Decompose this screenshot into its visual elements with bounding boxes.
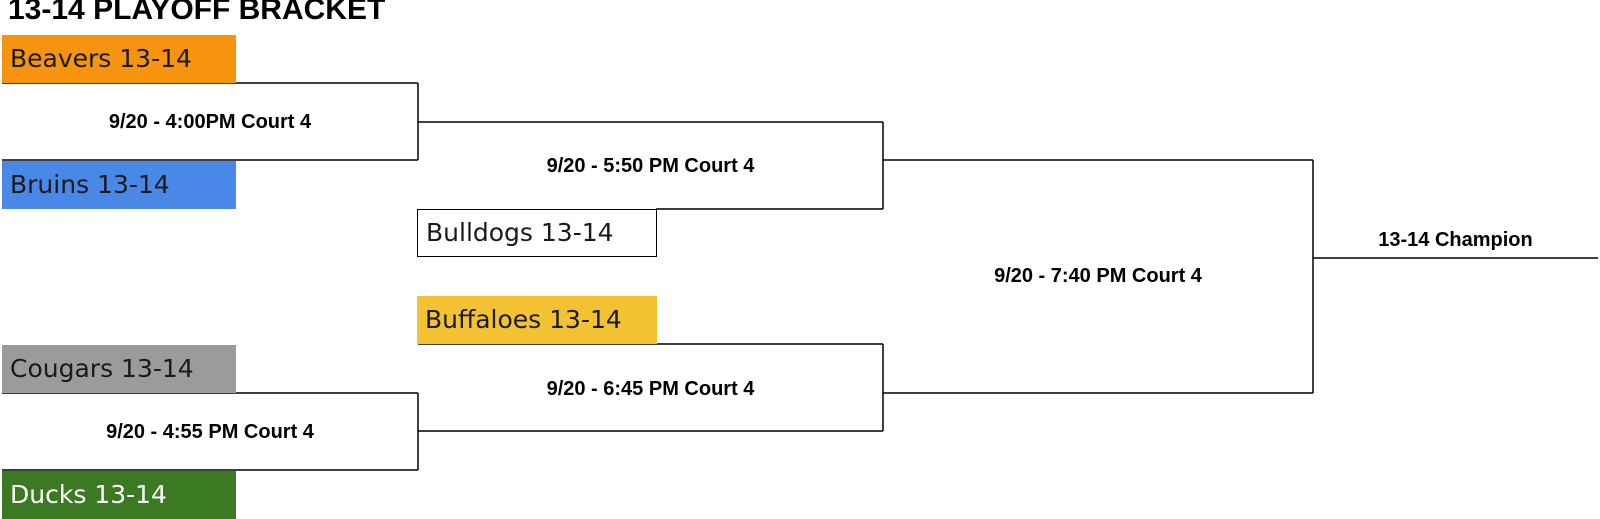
final-time: 9/20 - 7:40 PM Court 4: [994, 265, 1202, 287]
team-bruins: Bruins 13-14: [2, 161, 236, 209]
team-bulldogs-label: Bulldogs 13-14: [426, 218, 614, 247]
team-beavers-label: Beavers 13-14: [10, 44, 192, 73]
team-cougars-label: Cougars 13-14: [10, 354, 194, 383]
team-bulldogs: Bulldogs 13-14: [417, 209, 657, 257]
game4-time: 9/20 - 6:45 PM Court 4: [546, 378, 755, 400]
team-buffaloes-label: Buffaloes 13-14: [425, 305, 622, 334]
champion-label: 13-14 Champion: [1378, 229, 1533, 251]
team-buffaloes: Buffaloes 13-14: [417, 296, 657, 344]
bracket-lines: [2, 82, 1598, 471]
team-beavers: Beavers 13-14: [2, 35, 236, 83]
game2-time: 9/20 - 5:50 PM Court 4: [546, 155, 755, 177]
game3-time: 9/20 - 4:55 PM Court 4: [106, 421, 314, 443]
bracket-title: 13-14 PLAYOFF BRACKET: [8, 0, 386, 26]
team-cougars: Cougars 13-14: [2, 345, 236, 393]
team-ducks-label: Ducks 13-14: [10, 480, 167, 509]
team-ducks: Ducks 13-14: [2, 471, 236, 519]
game1-time: 9/20 - 4:00PM Court 4: [108, 111, 312, 133]
team-bruins-label: Bruins 13-14: [10, 170, 170, 199]
